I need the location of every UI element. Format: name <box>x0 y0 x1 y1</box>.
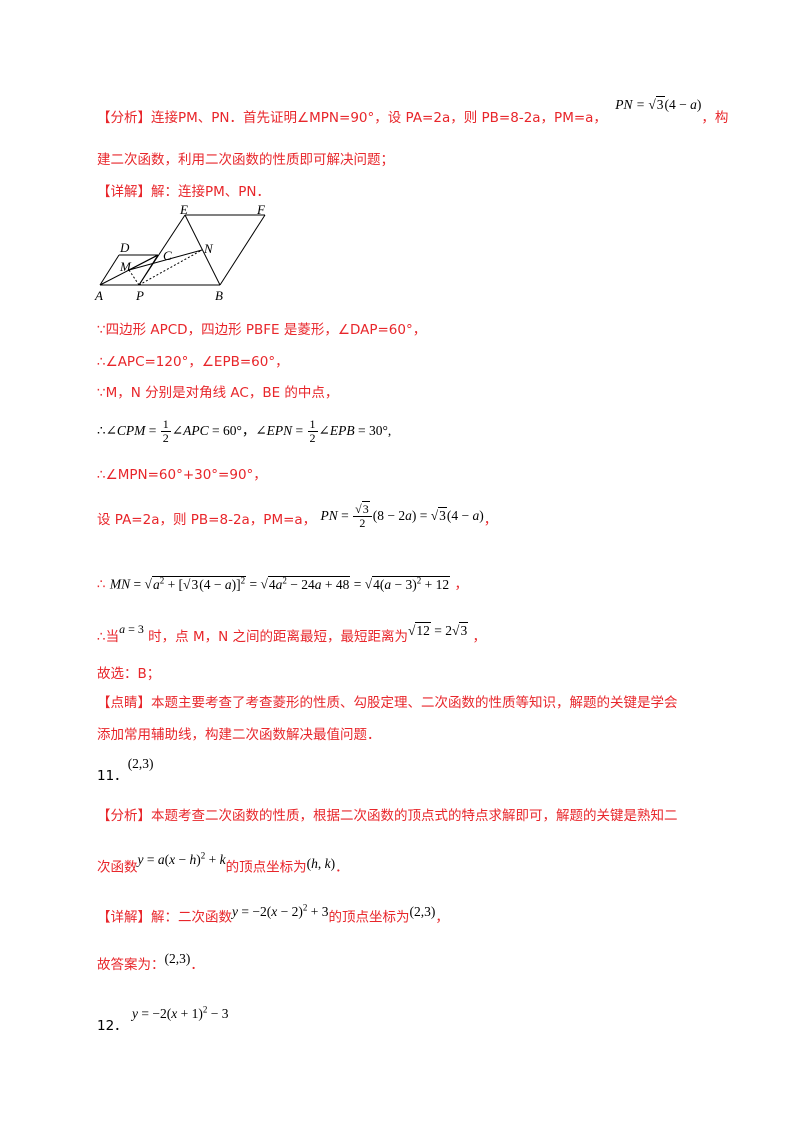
label-b: B <box>215 288 223 303</box>
q12-number: 12． <box>97 1017 128 1034</box>
mn-expression: MN = √a2 + [√3(4 − a)]2 = √4a2 − 24a + 4… <box>109 575 451 592</box>
question-11: 11．(2,3) <box>97 755 154 785</box>
label-d: D <box>119 240 130 255</box>
analysis-11-line-2: 次函数y = a(x − h)2 + k的顶点坐标为(h, k)． <box>97 848 349 878</box>
ans11-end: ． <box>190 957 204 973</box>
step-line-1: ∵四边形 APCD，四边形 PBFE 是菱形，∠DAP=60°， <box>97 322 427 338</box>
min-value: √12 = 2√3 <box>408 622 469 638</box>
q11-answer: (2,3) <box>127 756 154 771</box>
ans11-value: (2,3) <box>164 951 191 966</box>
analysis-11-tag: 【分析】 <box>97 808 151 824</box>
remark-tag: 【点睛】 <box>97 695 151 711</box>
d11-mid: 的顶点坐标为 <box>328 909 410 926</box>
vertex-23: (2,3) <box>409 903 436 919</box>
label-e: E <box>179 205 188 217</box>
vertex-form: y = a(x − h)2 + k <box>137 850 226 867</box>
d11-end: ， <box>435 909 449 926</box>
min-end: ， <box>472 629 487 645</box>
step-line-4: ∴∠MPN=60°+30°=90°， <box>97 467 267 483</box>
a11-mid: 的顶点坐标为 <box>225 859 307 876</box>
ans11-pre: 故答案为： <box>97 957 165 973</box>
step-5-end: ， <box>483 512 498 528</box>
step-line-3: ∵M，N 分别是对角线 AC，BE 的中点， <box>97 385 339 401</box>
answer-11-line: 故答案为：(2,3)． <box>97 950 204 980</box>
analysis-tag: 【分析】 <box>97 110 151 126</box>
a-equals-3: a = 3 <box>119 622 144 636</box>
pn-formula: PN = √3(4 − a) <box>615 96 702 112</box>
detail-text: 解：连接PM、PN． <box>151 184 271 200</box>
rhombus-figure: D C M N E F A P B <box>94 205 266 303</box>
analysis-line-2: 建二次函数，利用二次函数的性质即可解决问题； <box>97 152 394 168</box>
detail-11-tag: 【详解】 <box>97 909 151 926</box>
analysis-11-line-1: 【分析】本题考查二次函数的性质，根据二次函数的顶点式的特点求解即可，解题的关键是… <box>97 806 678 826</box>
label-a: A <box>94 288 103 303</box>
question-12: 12． y = −2(x + 1)2 − 3 <box>97 1000 229 1034</box>
step-5-text: 设 PA=2a，则 PB=8-2a，PM=a， <box>97 512 317 528</box>
mn-symbol: ∴ <box>97 576 106 593</box>
min-prefix: ∴当 <box>97 629 120 645</box>
remark-line-2: 添加常用辅助线，构建二次函数解决最值问题． <box>97 727 381 743</box>
min-mid: 时，点 M，N 之间的距离最短，最短距离为 <box>143 629 408 645</box>
analysis-text: 连接PM、PN．首先证明∠MPN=90°，设 PA=2a，则 PB=8-2a，P… <box>151 110 607 126</box>
q12-answer: y = −2(x + 1)2 − 3 <box>131 1004 229 1021</box>
label-p: P <box>135 288 144 303</box>
step-line-2: ∴∠APC=120°，∠EPB=60°， <box>97 354 289 370</box>
q11-number: 11． <box>97 768 128 784</box>
d11-pre: 解：二次函数 <box>151 909 232 926</box>
label-f: F <box>256 205 266 217</box>
label-n: N <box>203 241 214 256</box>
analysis-11-text: 本题考查二次函数的性质，根据二次函数的顶点式的特点求解即可，解题的关键是熟知二 <box>151 808 678 824</box>
detail-line: 【详解】解：连接PM、PN． <box>97 182 270 202</box>
analysis-line-1: 【分析】连接PM、PN．首先证明∠MPN=90°，设 PA=2a，则 PB=8-… <box>97 96 729 128</box>
label-c: C <box>163 248 172 263</box>
choice-line: 故选：B； <box>97 666 161 682</box>
mn-end: ， <box>454 576 468 593</box>
label-m: M <box>119 259 132 274</box>
mn-line: ∴ MN = √a2 + [√3(4 − a)]2 = √4a2 − 24a +… <box>97 565 468 595</box>
vertex-hk: (h, k) <box>306 855 336 871</box>
detail-11-line: 【详解】解：二次函数y = −2(x − 2)2 + 3的顶点坐标为(2,3)， <box>97 898 449 928</box>
given-function: y = −2(x − 2)2 + 3 <box>232 902 329 919</box>
min-distance-line: ∴当a = 3 时，点 M，N 之间的距离最短，最短距离为√12 = 2√3 ， <box>97 622 486 652</box>
remark-text: 本题主要考查了考查菱形的性质、勾股定理、二次函数的性质等知识，解题的关键是学会 <box>151 695 678 711</box>
remark-line-1: 【点睛】本题主要考查了考查菱形的性质、勾股定理、二次函数的性质等知识，解题的关键… <box>97 693 678 713</box>
a11-end: ． <box>335 859 349 876</box>
a11-pre: 次函数 <box>97 859 138 876</box>
analysis-end: ，构 <box>701 110 729 126</box>
detail-tag: 【详解】 <box>97 184 151 200</box>
